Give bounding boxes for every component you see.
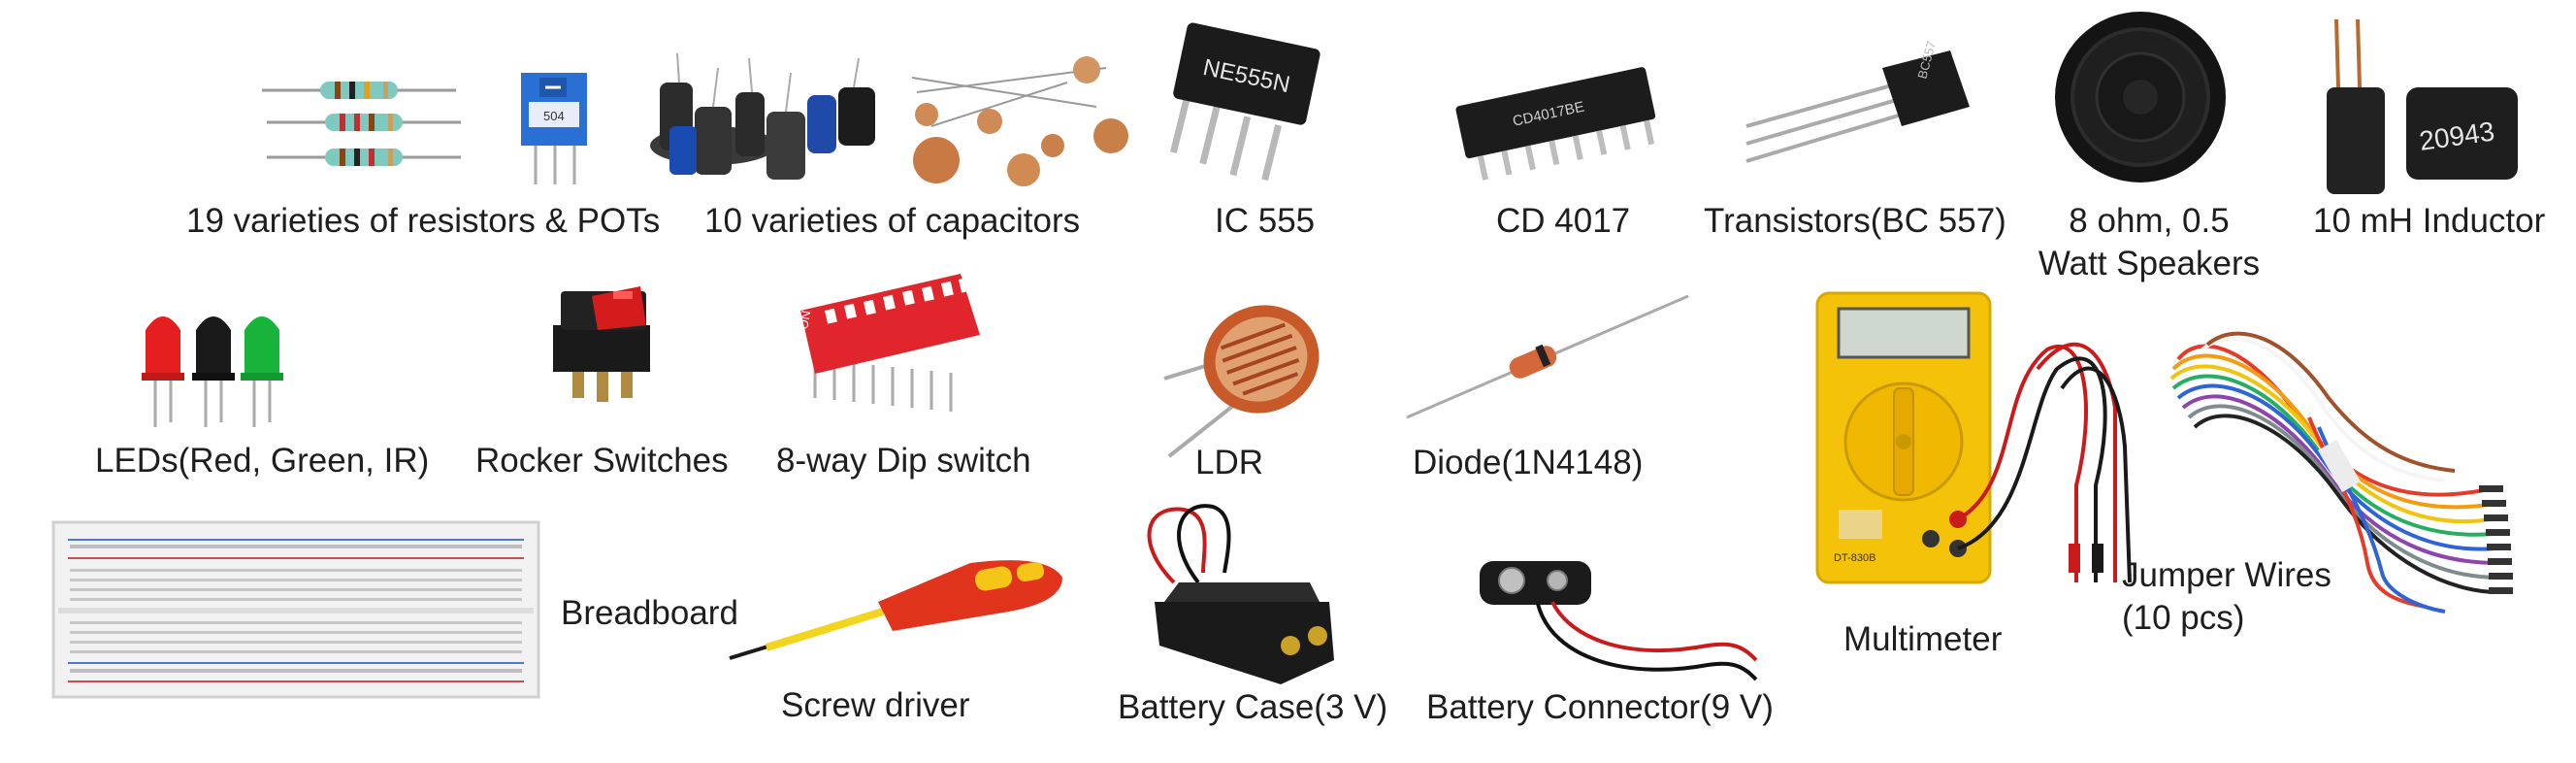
speaker-label-line1: 8 ohm, 0.5 [2069,202,2230,240]
pot-code: 504 [543,109,565,123]
multimeter-label: Multimeter [1843,620,2003,658]
speaker-label-line2: Watt Speakers [2038,245,2261,282]
battery-connector-label: Battery Connector(9 V) [1426,688,1774,726]
breadboard-label: Breadboard [561,594,738,632]
resistor-2 [267,114,461,131]
resistor-1 [262,82,456,99]
battery-case-label: Battery Case(3 V) [1118,688,1388,726]
inductor-code: 20943 [2418,116,2496,156]
rocker-label: Rocker Switches [475,442,729,480]
jumper-label-line1: Jumper Wires [2122,556,2331,594]
ic555-marking: NE555N [1201,54,1292,98]
ceramic-capacitors [911,56,1128,186]
cd4017-label: CD 4017 [1496,202,1631,240]
leds-label: LEDs(Red, Green, IR) [95,442,430,480]
resistors-label: 19 varieties of resistors & POTs [186,202,661,240]
inductor-label: 10 mH Inductor [2313,202,2546,240]
electrolytic-capacitors [650,52,875,180]
ic555-label: IC 555 [1215,202,1316,240]
diode-label: Diode(1N4148) [1413,444,1644,481]
multimeter-model: DT-830B [1834,552,1875,564]
potentiometer [521,73,587,184]
dip-label: 8-way Dip switch [776,442,1031,480]
multimeter-probes [1957,342,2132,583]
jumper-label-line2: (10 pcs) [2122,599,2245,637]
cd4017-marking: CD4017BE [1511,99,1585,130]
transistor-label: Transistors(BC 557) [1704,202,2006,240]
transistor-marking: BC557 [1914,39,1939,80]
dip-on-marking: ON [796,310,813,331]
capacitors-label: 10 varieties of capacitors [704,202,1081,240]
ldr-label: LDR [1195,444,1264,481]
screwdriver-label: Screw driver [781,686,970,724]
resistor-3 [267,149,461,166]
